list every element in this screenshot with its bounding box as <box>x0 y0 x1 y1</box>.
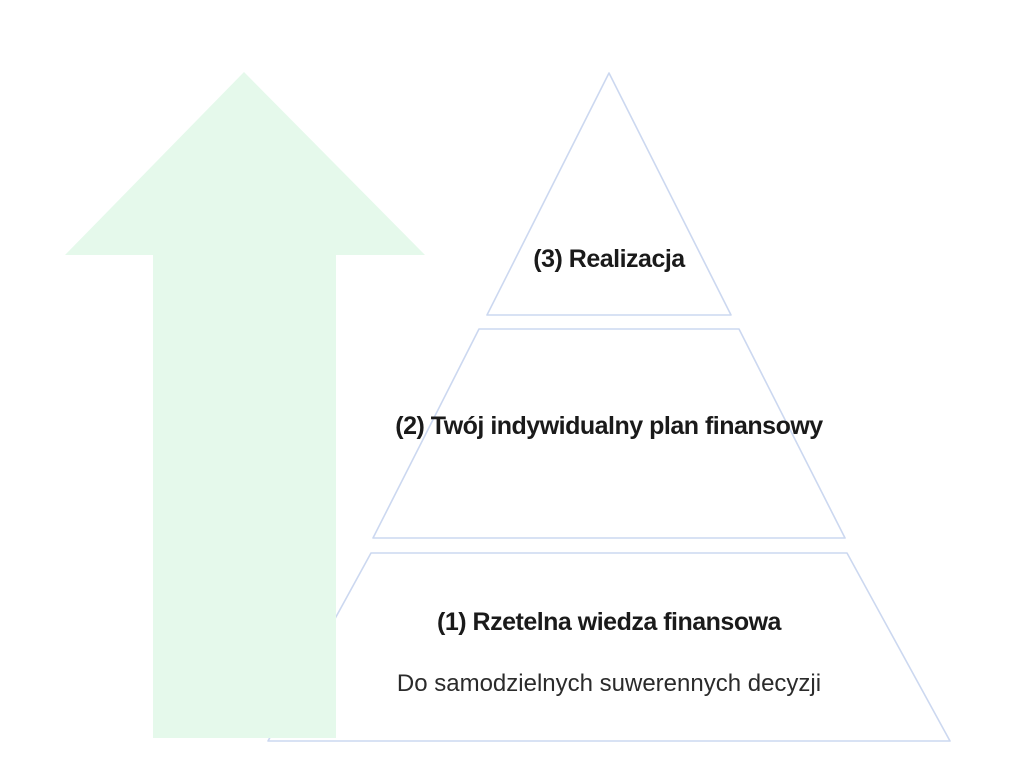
up-arrow-icon <box>65 72 425 738</box>
pyramid-level-1-shape <box>267 552 951 742</box>
pyramid-level-2-label: (2) Twój indywidualny plan finansowy <box>395 412 823 440</box>
pyramid-level-1-label: (1) Rzetelna wiedza finansowa <box>437 608 781 636</box>
pyramid-level-3-shape <box>486 72 732 316</box>
pyramid-level-1-sublabel: Do samodzielnych suwerennych decyzji <box>396 670 822 697</box>
pyramid-level-2-shape <box>372 328 846 539</box>
pyramid-level-3-label: (3) Realizacja <box>533 245 685 273</box>
